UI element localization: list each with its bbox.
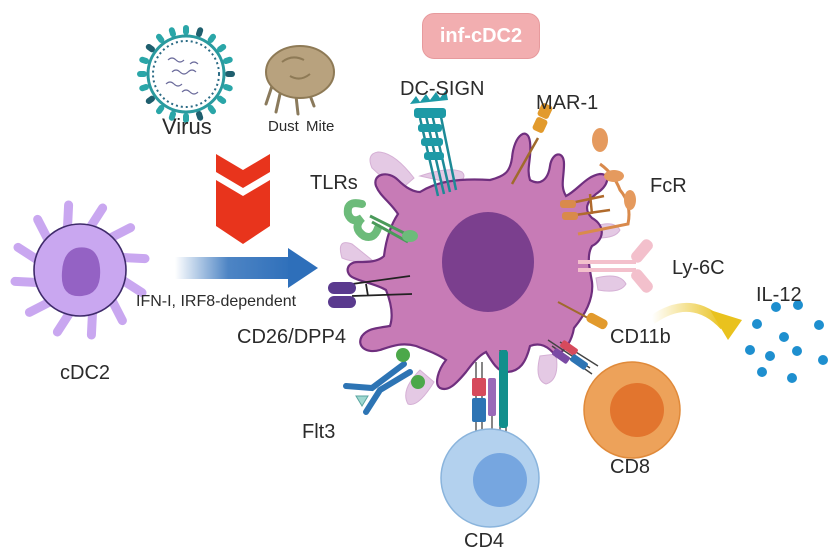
cd26-dpp4-icon [328, 275, 413, 308]
virus-spike [195, 27, 204, 38]
dc-sign-receptor-icon [410, 90, 458, 197]
cd11b-label: CD11b [610, 326, 671, 348]
virus-spike [207, 104, 217, 115]
il12-cytokine-dots [745, 300, 828, 383]
tlr-receptor-icon [343, 199, 418, 244]
virus-spike [216, 43, 227, 53]
stimulus-chevron-icon [216, 154, 270, 244]
il12-dot [757, 367, 767, 377]
virus-label: Virus [162, 114, 212, 139]
cdc2-label: cDC2 [60, 362, 111, 384]
dust-mite-label: Dust Mite [268, 118, 335, 135]
fcr-label: FcR [650, 175, 687, 197]
flt3-label: Flt3 [302, 421, 336, 443]
virus-spike [139, 56, 150, 65]
il12-dot [779, 332, 789, 342]
fcr-receptor-icon [560, 128, 636, 236]
virus-spike [168, 27, 177, 38]
mar1-label: MAR-1 [536, 92, 599, 114]
virus-spike [155, 33, 165, 44]
cdc2-cell [10, 200, 150, 340]
cd8-label: CD8 [610, 456, 651, 478]
il12-dot [814, 320, 824, 330]
virus-spike [225, 71, 235, 77]
ly6c-antibody-icon [578, 239, 653, 293]
il12-dot [771, 302, 781, 312]
virus-spike [137, 71, 147, 77]
virus-spike [155, 104, 165, 115]
inf-cdc2-title-badge: inf-cDC2 [422, 13, 540, 59]
cd8-t-cell [547, 339, 681, 459]
il12-dot [792, 346, 802, 356]
virus-spike [216, 95, 227, 105]
virus-spike [195, 110, 204, 121]
virus-spike [183, 113, 189, 123]
flt3-receptor-icon [343, 348, 425, 415]
cd4-t-cell [440, 350, 540, 528]
dc-sign-label: DC-SIGN [400, 78, 485, 100]
cd26-dpp4-label: CD26/DPP4 [237, 326, 346, 348]
il12-dot [765, 351, 775, 361]
virus-spike [168, 110, 177, 121]
virus-spike [207, 33, 217, 44]
il12-dot [793, 300, 803, 310]
ly6c-label: Ly-6C [672, 257, 725, 279]
virus-icon [137, 25, 235, 123]
virus-spike [222, 56, 233, 65]
il12-dot [818, 355, 828, 365]
differentiation-condition-label: IFN-I, IRF8-dependent [136, 293, 297, 310]
cd11b-receptor-icon [557, 301, 608, 330]
il12-dot [787, 373, 797, 383]
il12-dot [745, 345, 755, 355]
virus-spike [222, 83, 233, 92]
virus-spike [145, 95, 156, 105]
virus-spike [139, 83, 150, 92]
tlrs-label: TLRs [310, 172, 358, 194]
mar1-antibody-icon [510, 103, 553, 185]
differentiation-arrow [175, 248, 318, 288]
dust-mite-icon [264, 45, 335, 116]
virus-spike [183, 25, 189, 35]
il12-dot [752, 319, 762, 329]
cd4-label: CD4 [464, 530, 505, 552]
virus-spike [145, 43, 156, 53]
inf-cdc2-cell [346, 132, 609, 391]
secretion-arrow [649, 303, 742, 340]
il12-label: IL-12 [756, 284, 802, 306]
